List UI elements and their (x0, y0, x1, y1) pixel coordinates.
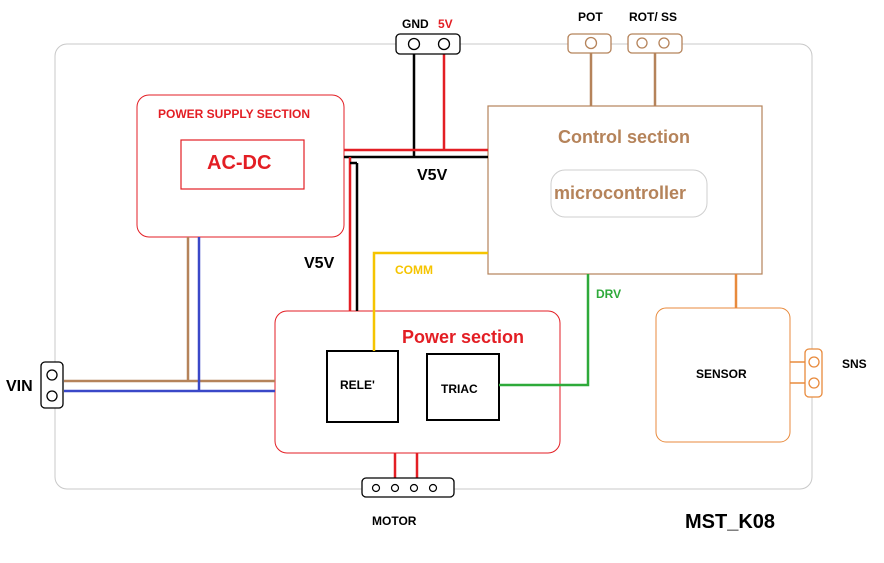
rot-connector (627, 33, 683, 54)
power-title: Power section (402, 327, 525, 347)
sns-pin-2 (808, 377, 820, 389)
gnd-label: GND (402, 17, 429, 31)
microcontroller-box (550, 169, 708, 218)
board-name: MST_K08 (685, 511, 776, 533)
gnd-pin (407, 37, 421, 51)
rot-label: ROT/ SS (629, 10, 678, 24)
triac-label: TRIAC (441, 382, 478, 396)
rot-pin-2 (658, 37, 670, 49)
motor-pin-2 (390, 483, 400, 493)
acdc-box (180, 139, 305, 190)
control-block (487, 105, 763, 275)
v5v-top-label: V5V (417, 167, 448, 184)
pot-pin (584, 36, 598, 50)
pot-label: POT (578, 10, 603, 24)
rot-pin-1 (636, 37, 648, 49)
sensor-block (655, 307, 791, 443)
rele-box (326, 350, 399, 423)
microcontroller-label: microcontroller (554, 183, 687, 203)
control-title: Control section (558, 127, 691, 147)
sns-connector (804, 348, 823, 398)
sns-pin-1 (808, 356, 820, 368)
v5-pin (437, 37, 451, 51)
vin-pin-2 (46, 390, 58, 402)
acdc-label: AC-DC (207, 152, 272, 174)
drv-label: DRV (596, 287, 622, 301)
v5-label: 5V (438, 17, 453, 31)
rele-label: RELE' (340, 378, 375, 392)
power-supply-title: POWER SUPPLY SECTION (158, 107, 311, 121)
motor-pin-4 (428, 483, 438, 493)
motor-label: MOTOR (372, 514, 417, 528)
v5v-left-label: V5V (304, 255, 335, 272)
motor-pin-1 (371, 483, 381, 493)
sensor-label: SENSOR (696, 367, 747, 381)
comm-label: COMM (395, 263, 433, 277)
vin-pin-1 (46, 369, 58, 381)
drv-wire (499, 274, 590, 387)
power-supply-block (136, 94, 345, 238)
triac-box (426, 353, 500, 421)
sns-label: SNS (842, 357, 867, 371)
motor-connector (361, 477, 455, 498)
gnd-5v-connector (395, 33, 461, 55)
vin-label: VIN (6, 378, 33, 395)
motor-pin-3 (409, 483, 419, 493)
comm-wire (372, 251, 488, 351)
